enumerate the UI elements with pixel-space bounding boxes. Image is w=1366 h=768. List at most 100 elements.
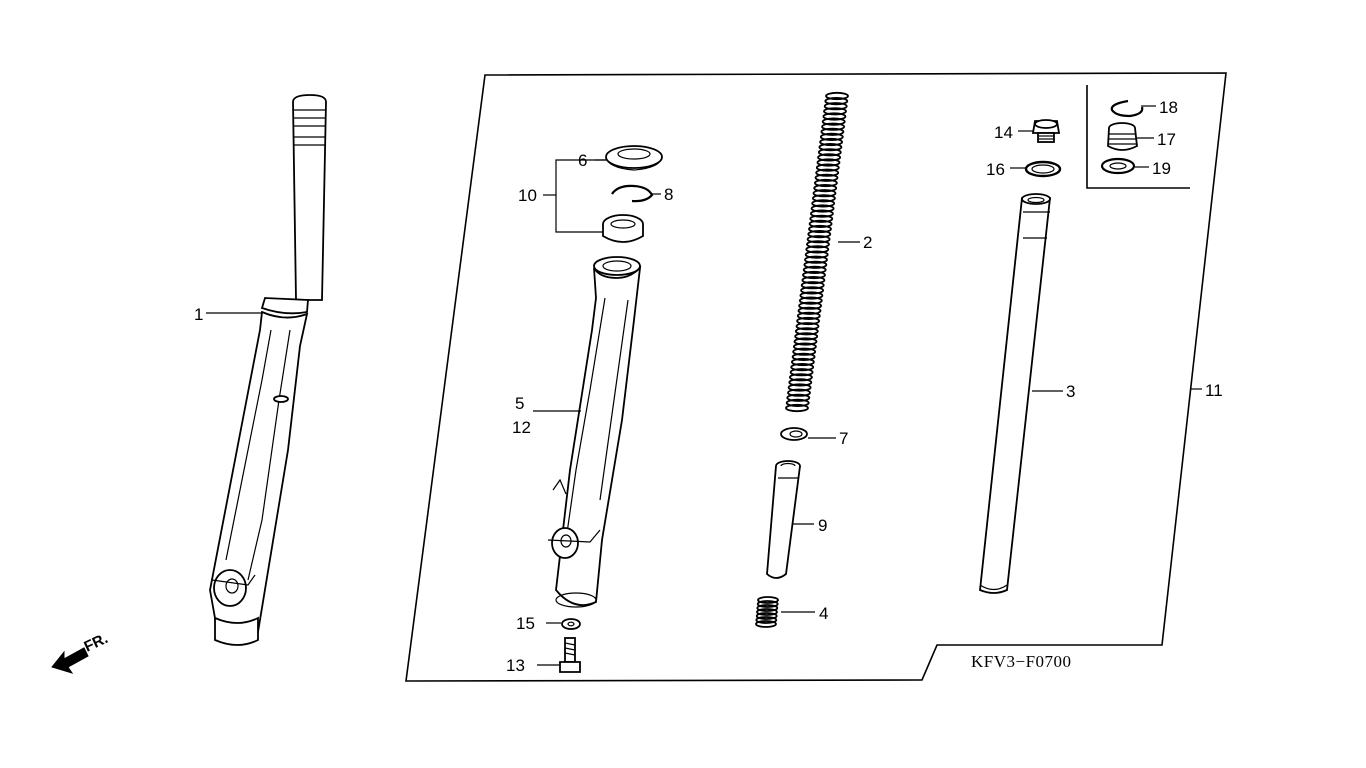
spring-coil xyxy=(811,199,836,208)
spring-coil xyxy=(755,620,777,628)
spring-coil xyxy=(791,352,816,361)
spring-coil xyxy=(814,178,838,188)
spring-coil xyxy=(801,275,826,285)
callout-11: 11 xyxy=(1205,381,1223,400)
spring-coil xyxy=(796,316,820,326)
socket-bolt-part[interactable] xyxy=(559,637,581,673)
o-ring-part[interactable] xyxy=(1024,160,1062,178)
bottom-case-part[interactable] xyxy=(547,256,642,608)
spring-coil xyxy=(798,301,822,310)
callout-14: 14 xyxy=(994,123,1013,142)
spring-coil xyxy=(757,596,779,604)
set-bracket-10 xyxy=(555,159,607,233)
spring-coil xyxy=(787,388,811,397)
callout-9: 9 xyxy=(818,516,827,535)
fork-assembly-part[interactable] xyxy=(209,94,327,646)
spring-coil xyxy=(789,368,814,377)
spring-coil xyxy=(803,260,828,269)
fork-piston-part[interactable] xyxy=(766,460,801,579)
oil-seal-part[interactable] xyxy=(602,214,644,243)
spring-coil xyxy=(790,362,815,372)
fork-bolt-part[interactable] xyxy=(1031,119,1061,143)
spring-coil xyxy=(817,148,842,157)
spring-coil xyxy=(799,291,824,300)
fork-pipe-part[interactable] xyxy=(979,193,1052,594)
spring-coil xyxy=(824,97,849,106)
spring-coil xyxy=(793,342,817,351)
spring-coil xyxy=(800,286,824,295)
spring-coil xyxy=(806,240,830,249)
spring-coil xyxy=(755,612,778,620)
piston-ring-part[interactable] xyxy=(780,427,808,441)
spring-coil xyxy=(818,143,843,152)
circlip-part[interactable] xyxy=(1110,99,1144,118)
spring-coil xyxy=(785,398,810,407)
spring-coil xyxy=(787,383,812,392)
spring-coil xyxy=(810,204,835,213)
seal-part[interactable] xyxy=(1107,122,1138,151)
callout-19: 19 xyxy=(1152,159,1171,178)
washer-part[interactable] xyxy=(1100,157,1136,175)
spring-coil xyxy=(823,102,848,111)
spring-coil xyxy=(813,184,838,193)
callout-12: 12 xyxy=(512,418,531,437)
kit-boundary xyxy=(405,72,1227,682)
inset-box xyxy=(1086,85,1190,189)
spring-coil xyxy=(816,158,841,167)
spring-coil xyxy=(796,311,821,320)
callout-13: 13 xyxy=(506,656,525,675)
stopper-ring-part[interactable] xyxy=(611,184,654,203)
spring-coil xyxy=(822,112,847,121)
dust-seal-part[interactable] xyxy=(605,145,663,171)
spring-coil xyxy=(820,127,845,136)
spring-coil xyxy=(756,608,778,616)
sealing-washer-part[interactable] xyxy=(561,618,581,630)
spring-coil xyxy=(755,616,778,624)
callout-15: 15 xyxy=(516,614,535,633)
spring-coil xyxy=(793,337,818,346)
rebound-spring-part[interactable] xyxy=(755,596,779,628)
spring-coil xyxy=(789,373,813,382)
callout-3: 3 xyxy=(1066,382,1075,401)
spring-coil xyxy=(819,137,843,147)
spring-coil xyxy=(756,600,779,608)
spring-coil xyxy=(786,393,811,402)
callout-7: 7 xyxy=(839,429,848,448)
spring-coil xyxy=(825,91,849,101)
spring-coil xyxy=(802,270,826,280)
callout-2: 2 xyxy=(863,233,872,252)
spring-coil xyxy=(812,189,837,198)
spring-coil xyxy=(792,347,817,356)
drawing-code: KFV3−F0700 xyxy=(971,652,1072,671)
spring-coil xyxy=(804,255,828,264)
spring-coil xyxy=(795,322,820,331)
spring-coil xyxy=(804,250,829,259)
spring-coil xyxy=(806,235,831,244)
spring-coil xyxy=(797,306,822,315)
callout-18: 18 xyxy=(1159,98,1178,117)
spring-coil xyxy=(798,296,823,305)
front-arrow-icon xyxy=(51,647,89,674)
callout-17: 17 xyxy=(1157,130,1176,149)
spring-coil xyxy=(810,209,834,218)
spring-coil xyxy=(794,327,819,336)
spring-coil xyxy=(794,332,819,341)
spring-coil xyxy=(800,281,825,290)
callout-16: 16 xyxy=(986,160,1005,179)
spring-coil xyxy=(805,245,830,254)
spring-coil xyxy=(812,194,836,203)
spring-coil xyxy=(808,219,833,228)
callout-10: 10 xyxy=(518,186,537,205)
callout-8: 8 xyxy=(664,185,673,204)
spring-coil xyxy=(809,214,834,223)
spring-coil xyxy=(756,604,779,612)
spring-coil xyxy=(807,230,832,239)
spring-coil xyxy=(791,357,815,367)
spring-coil xyxy=(817,153,841,162)
fork-spring-part[interactable] xyxy=(785,91,849,413)
spring-coil xyxy=(819,132,844,141)
spring-coil xyxy=(821,117,846,126)
spring-coil xyxy=(814,173,839,182)
spring-coil xyxy=(823,107,847,116)
